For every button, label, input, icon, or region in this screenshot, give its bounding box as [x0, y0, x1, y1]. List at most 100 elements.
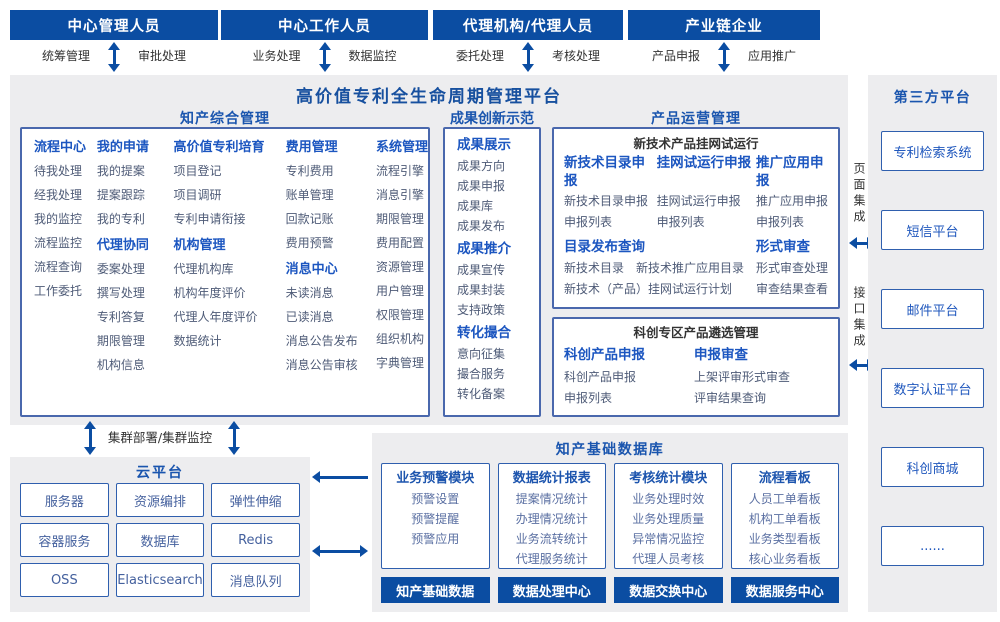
ipm-column: 费用管理 专利费用账单管理回款记账费用预警 消息中心 未读消息已读消息消息公告发…: [286, 137, 376, 377]
module-items: 人员工单看板机构工单看板业务类型看板核心业务看板: [732, 489, 839, 569]
third-party-system-box: 数字认证平台: [881, 368, 984, 408]
menu-item: 机构工单看板: [748, 512, 821, 526]
module-items: 提案情况统计办理情况统计业务流转统计代理服务统计: [499, 489, 606, 569]
module-group: 成果展示 成果方向成果申报成果库成果发布: [457, 134, 539, 236]
menu-item: 消息公告审核: [285, 358, 358, 372]
menu-item: 字典管理: [375, 356, 424, 370]
data-center-box: 数据交换中心: [614, 577, 723, 603]
role-title: 产业链企业: [628, 10, 820, 40]
menu-item: 预警应用: [411, 532, 460, 546]
menu-item: 提案跟踪: [96, 188, 145, 202]
menu-item: 流程查询: [34, 260, 83, 274]
group-items: 成果方向成果申报成果库成果发布: [457, 156, 539, 236]
module-group: 流程中心 待我处理经我处理我的监控流程监控流程查询工作委托: [34, 137, 97, 303]
role-action-right: 考核处理: [552, 48, 601, 63]
section-title-achievement: 成果创新示范: [450, 111, 534, 127]
db-module: 考核统计模块 业务处理时效业务处理质量异常情况监控代理人员考核: [614, 463, 723, 569]
group-title: 我的申请: [96, 140, 149, 155]
group-items: 委案处理撰写处理专利答复期限管理机构信息: [97, 257, 174, 377]
menu-item: 专利答复: [96, 310, 145, 324]
menu-item: 撰写处理: [96, 286, 145, 300]
menu-item: 流程监控: [34, 236, 83, 250]
menu-item: 转化备案: [457, 387, 506, 401]
menu-item: 消息引擎: [375, 188, 424, 202]
module-title: 考核统计模块: [629, 471, 708, 486]
data-center-row: 知产基础数据数据处理中心数据交换中心数据服务中心: [381, 577, 839, 603]
menu-item: 成果宣传: [457, 263, 506, 277]
platform-area: 高价值专利全生命周期管理平台 知产综合管理 流程中心 待我处理经我处理我的监控流…: [10, 75, 848, 425]
menu-item: 业务处理时效: [632, 492, 705, 506]
role-action-left: 产品申报: [651, 48, 700, 63]
panel-subtitle: 科创专区产品遴选管理: [633, 325, 759, 340]
page-integration-label: 页面集成: [852, 162, 866, 226]
menu-item: 权限管理: [375, 308, 424, 322]
section-title-product-ops: 产品运营管理: [651, 111, 741, 127]
menu-item: 意向征集: [457, 347, 506, 361]
menu-item: 项目调研: [173, 188, 222, 202]
menu-item: 新技术推广应用目录: [636, 261, 745, 275]
menu-item: 账单管理: [285, 188, 334, 202]
role-title: 中心工作人员: [221, 10, 428, 40]
product-column: 形式审查 形式审查处理审查结果查看: [756, 236, 828, 300]
left-right-arrow-icon: [312, 545, 368, 557]
menu-item: 费用配置: [375, 236, 424, 250]
group-items: 上架评审形式审查评审结果查询: [694, 367, 828, 409]
menu-item: 经我处理: [34, 188, 83, 202]
menu-item: 项目登记: [173, 164, 222, 178]
group-title: 消息中心: [285, 262, 338, 277]
product-column: 新技术目录申报 新技术目录申报申报列表: [564, 154, 657, 233]
menu-item: 我的专利: [96, 212, 145, 226]
group-title: 费用管理: [285, 140, 338, 155]
menu-item: 成果封装: [457, 283, 506, 297]
group-title: 新技术目录申报: [564, 155, 645, 189]
group-items: 形式审查处理审查结果查看: [756, 258, 828, 300]
up-down-arrow-icon: [84, 421, 96, 455]
menu-item: 业务处理质量: [632, 512, 705, 526]
group-title: 系统管理: [375, 140, 428, 155]
cloud-service-box: 服务器: [20, 483, 109, 517]
role-group: 中心管理人员 统筹管理 审批处理: [10, 10, 218, 72]
role-action-left: 统筹管理: [41, 48, 90, 63]
module-group: 费用管理 专利费用账单管理回款记账费用预警: [286, 137, 376, 255]
cloud-service-box: Redis: [211, 523, 300, 557]
menu-item: 新技术目录申报: [564, 194, 649, 208]
menu-item: 形式审查处理: [755, 261, 828, 275]
menu-item: 用户管理: [375, 284, 424, 298]
menu-item: 业务流转统计: [515, 532, 588, 546]
menu-item: 撮合服务: [457, 367, 506, 381]
module-group: 高价值专利培育 项目登记项目调研专利申请衔接: [174, 137, 286, 231]
cluster-label: 集群部署/集群监控: [107, 430, 213, 445]
ip-database-area: 知产基础数据库 业务预警模块 预警设置预警提醒预警应用 数据统计报表 提案情况统…: [372, 433, 848, 612]
product-column: 推广应用申报 推广应用申报申报列表: [756, 154, 828, 233]
group-items: 科创产品申报申报列表: [564, 367, 694, 409]
role-action-right: 应用推广: [748, 48, 797, 63]
third-party-system-box: 专利检索系统: [881, 131, 984, 171]
menu-item: 我的监控: [34, 212, 83, 226]
menu-item: 异常情况监控: [632, 532, 705, 546]
up-down-arrow-icon: [318, 42, 331, 72]
section-title-cloud: 云平台: [136, 465, 184, 481]
role-actions: 业务处理 数据监控: [221, 40, 428, 72]
cloud-service-box: 资源编排: [115, 483, 205, 517]
module-group: 转化撮合 意向征集撮合服务转化备案: [457, 322, 539, 404]
module-title: 业务预警模块: [396, 471, 475, 486]
menu-item: 业务类型看板: [748, 532, 821, 546]
panel-subtitle: 新技术产品挂网试运行: [633, 136, 759, 151]
module-group: 代理协同 委案处理撰写处理专利答复期限管理机构信息: [97, 235, 174, 377]
third-party-list: 专利检索系统短信平台邮件平台数字认证平台科创商城......: [881, 131, 984, 566]
menu-item: 数据统计: [173, 334, 222, 348]
role-group: 中心工作人员 业务处理 数据监控: [221, 10, 428, 72]
menu-item: 回款记账: [285, 212, 334, 226]
product-column: 申报审查 上架评审形式审查评审结果查询: [694, 343, 828, 409]
menu-item: 提案情况统计: [515, 492, 588, 506]
menu-item: 期限管理: [375, 212, 424, 226]
menu-item: 工作委托: [34, 284, 83, 298]
up-down-arrow-icon: [108, 42, 120, 72]
menu-item: 申报列表: [564, 215, 613, 229]
menu-item: 代理人年度评价: [173, 310, 258, 324]
platform-title: 高价值专利全生命周期管理平台: [296, 87, 562, 107]
menu-item: 办理情况统计: [515, 512, 588, 526]
group-title: 科创产品申报: [564, 347, 645, 363]
